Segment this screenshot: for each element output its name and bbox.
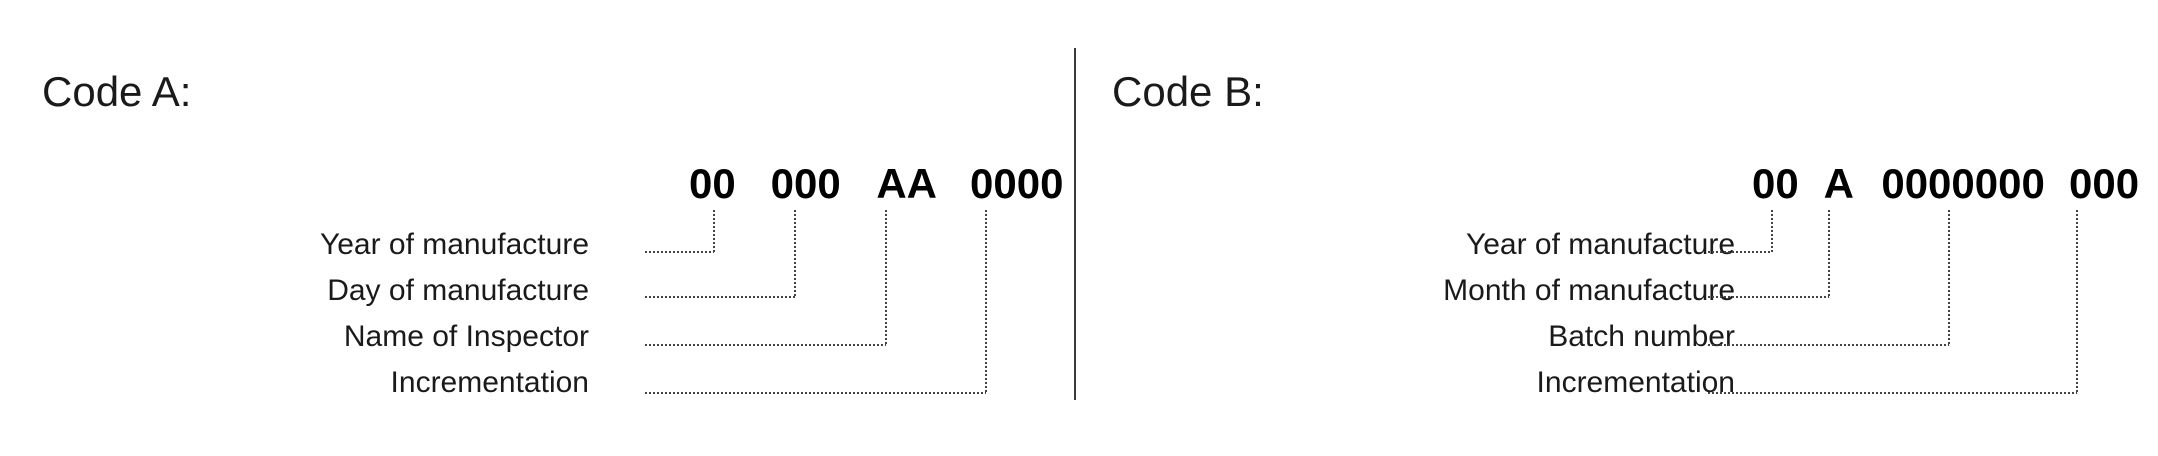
code-b-segment-year: 00	[1752, 160, 1799, 207]
code-b-title: Code B:	[1112, 68, 1264, 115]
code-a-segment-inspector: AA	[876, 160, 938, 207]
code-b-panel: Code B: 00 A 0000000 000 Year of manufac…	[1075, 0, 2158, 456]
code-a-label-year: Year of manufacture	[319, 228, 589, 261]
code-a-label-increment: Incrementation	[390, 366, 589, 399]
code-a-string: 00 000 AA 0000	[689, 160, 1063, 208]
code-a-panel: Code A: 00 000 AA 0000 Year of manufactu…	[0, 0, 1075, 456]
code-b-segment-month: A	[1823, 160, 1855, 207]
code-b-segment-increment: 000	[2069, 160, 2140, 207]
code-a-label-day: Day of manufacture	[327, 274, 589, 307]
code-a-segment-day: 000	[770, 160, 841, 207]
panel-divider	[1074, 48, 1076, 400]
code-b-label-increment: Incrementation	[1536, 366, 1735, 399]
code-a-segment-increment: 0000	[970, 160, 1064, 207]
code-b-label-batch: Batch number	[1548, 320, 1735, 353]
code-b-label-month: Month of manufacture	[1443, 274, 1735, 307]
code-b-string: 00 A 0000000 000	[1752, 160, 2139, 208]
code-b-segment-batch: 0000000	[1881, 160, 2045, 207]
code-a-label-inspector: Name of Inspector	[343, 320, 589, 353]
code-a-title: Code A:	[42, 68, 192, 115]
code-a-segment-year: 00	[689, 160, 736, 207]
code-b-label-year: Year of manufacture	[1465, 228, 1735, 261]
